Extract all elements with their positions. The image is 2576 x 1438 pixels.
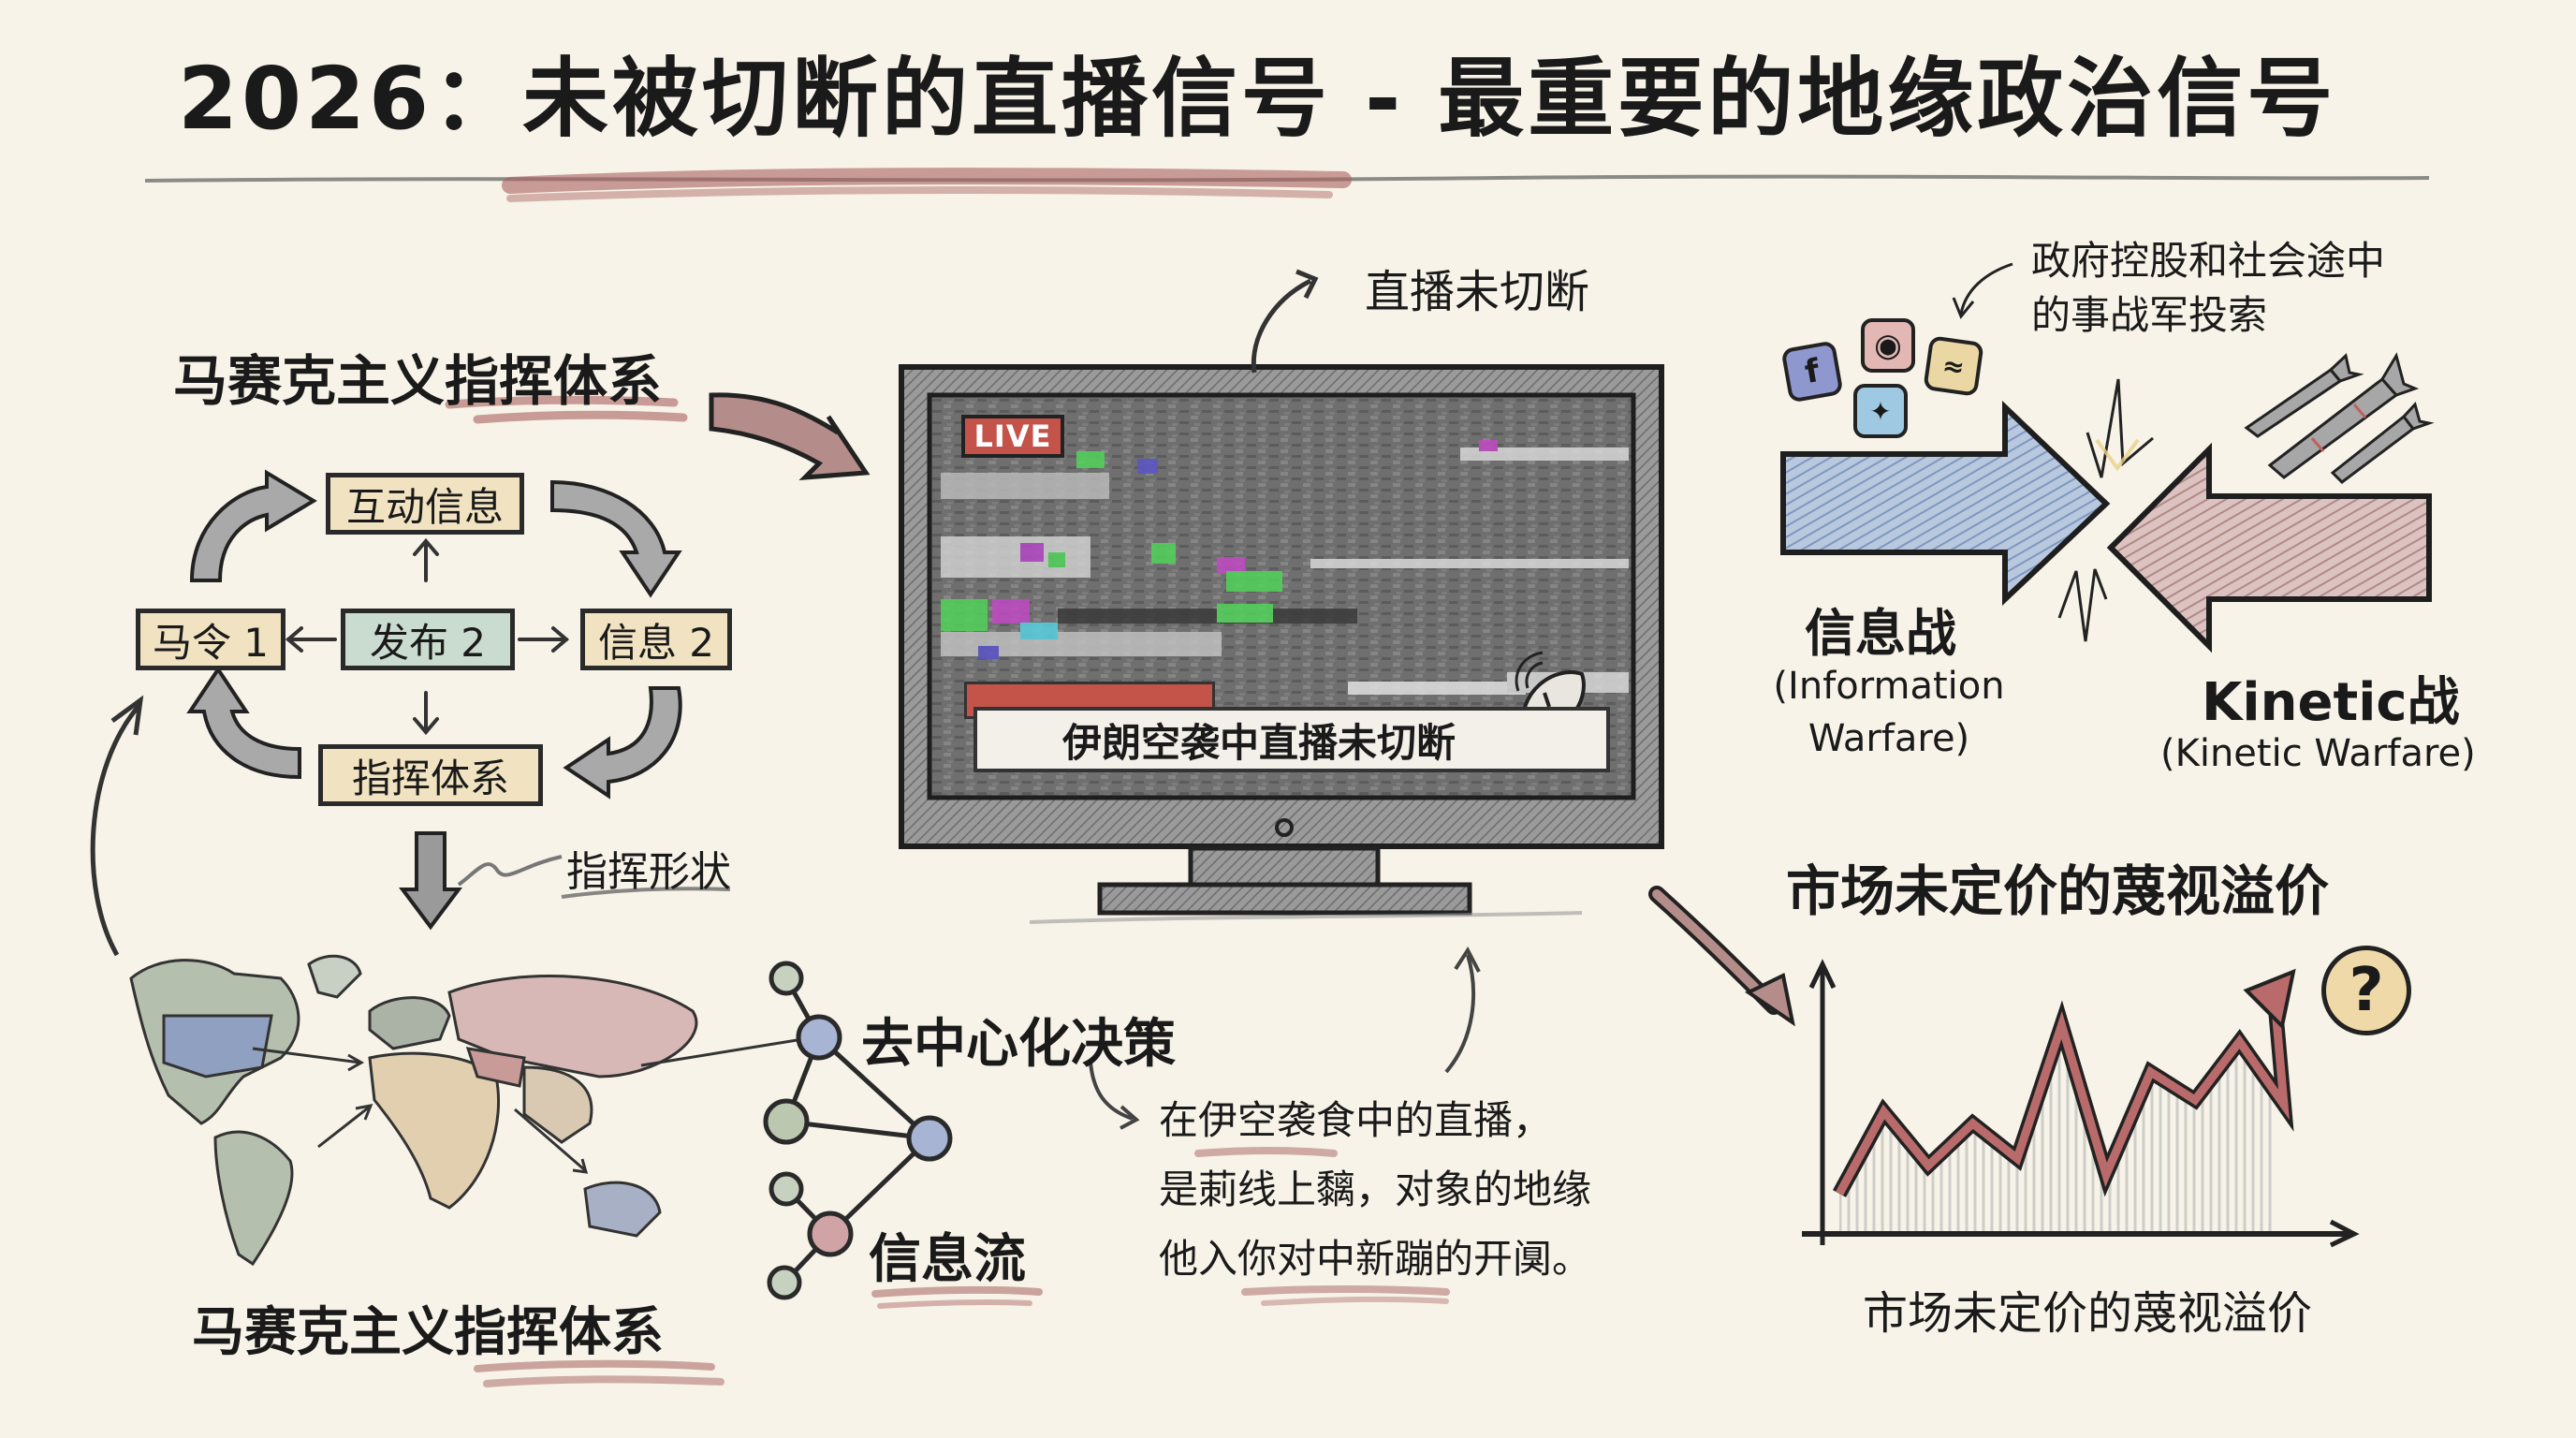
map-caption: 马赛克主义指挥体系 xyxy=(192,1302,664,1363)
info-flow-label: 信息流 xyxy=(869,1229,1026,1290)
tv-top-label: 直播未切断 xyxy=(1365,266,1590,318)
flow-box-right[interactable]: 信息 2 xyxy=(580,609,732,670)
market-title: 市场未定价的蔑视溢价 xyxy=(1786,859,2330,923)
paragraph-line: 在伊空袭食中的直播， xyxy=(1159,1097,1553,1143)
page-title: 2026：未被切断的直播信号 - 最重要的地缘政治信号 xyxy=(178,49,2337,149)
market-chart xyxy=(1802,959,2360,1248)
news-ticker: 伊朗空袭中直播未切断 xyxy=(973,707,1610,772)
description-paragraph: 在伊空袭食中的直播， 是莿线上黐，对象的地缘 他入你对中新蹦的开阒。 xyxy=(1159,1086,1591,1294)
paragraph-line: 是莿线上黐，对象的地缘 xyxy=(1159,1167,1592,1212)
kinetic-title: Kinetic战 xyxy=(2202,672,2460,733)
flow-box-left[interactable]: 马令 1 xyxy=(136,609,285,670)
social-note: 政府控股和社会途中 的事战军投索 xyxy=(2031,234,2385,343)
rss-icon: ≈ xyxy=(1923,335,1984,397)
snapchat-icon: ◉ xyxy=(1861,318,1915,373)
left-heading: 马赛克主义指挥体系 xyxy=(173,349,663,413)
info-war-subtitle: (Information Warfare) xyxy=(1772,660,2006,765)
info-war-title: 信息战 xyxy=(1805,604,1956,663)
kinetic-subtitle: (Kinetic Warfare) xyxy=(2160,732,2476,775)
social-note-line: 政府控股和社会途中 xyxy=(2031,238,2386,284)
flow-box-center[interactable]: 发布 2 xyxy=(341,609,515,670)
market-caption: 市场未定价的蔑视溢价 xyxy=(1863,1287,2313,1340)
satellite-dish-icon xyxy=(1521,655,1596,768)
decentralized-decision-label: 去中心化决策 xyxy=(861,1014,1176,1075)
command-shape-label: 指挥形状 xyxy=(566,848,731,896)
info-war-sub-line: Warfare) xyxy=(1808,717,1970,760)
paragraph-line: 他入你对中新蹦的开阒。 xyxy=(1159,1236,1592,1282)
facebook-icon: f xyxy=(1780,340,1844,404)
question-mark-icon: ? xyxy=(2321,946,2411,1035)
flow-box-top[interactable]: 互动信息 xyxy=(326,473,524,535)
info-war-sub-line: (Information xyxy=(1773,665,2005,708)
flow-box-bottom[interactable]: 指挥体系 xyxy=(318,744,543,806)
social-note-line: 的事战军投索 xyxy=(2031,292,2268,338)
live-badge: LIVE xyxy=(961,415,1064,458)
twitter-icon: ✦ xyxy=(1853,384,1908,438)
